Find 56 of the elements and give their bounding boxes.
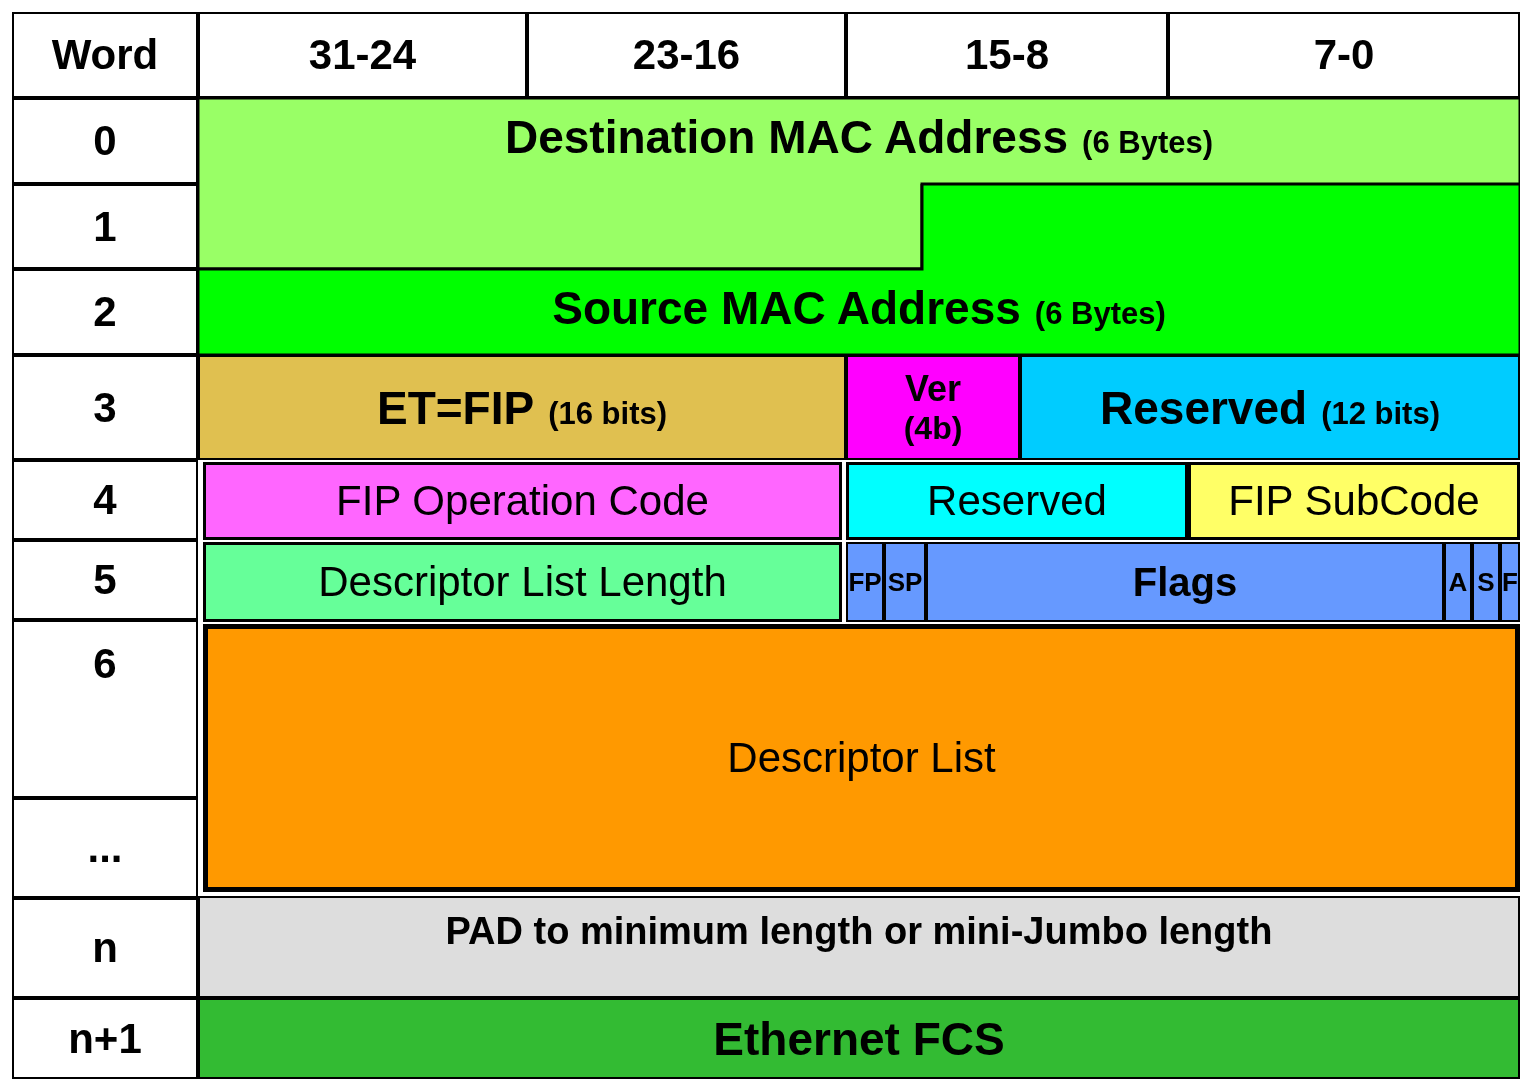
word-number: n+1 xyxy=(68,1014,142,1063)
column-header: Word xyxy=(51,31,159,79)
field-box xyxy=(846,355,1020,460)
word-number: 2 xyxy=(93,288,117,336)
field-name: Descriptor List Length xyxy=(318,558,727,606)
field-name: A xyxy=(1448,566,1468,598)
field-size: (12 bits) xyxy=(1321,395,1440,432)
word-number: 0 xyxy=(93,117,117,165)
field-box xyxy=(198,184,1520,355)
field-name: ET=FIP xyxy=(376,380,535,435)
field-box xyxy=(846,462,1188,540)
column-header: 7-0 xyxy=(1313,31,1375,79)
column-header: 23-16 xyxy=(632,31,741,79)
field-box xyxy=(1444,542,1472,622)
field-name: S xyxy=(1477,566,1495,598)
word-number: ... xyxy=(87,824,123,872)
field-size: (6 Bytes) xyxy=(1034,296,1166,332)
word-number: 6 xyxy=(93,640,117,688)
word-number: 3 xyxy=(93,383,117,432)
field-size: (6 Bytes) xyxy=(1082,125,1214,161)
word-number: n xyxy=(92,924,118,972)
word-number: 1 xyxy=(93,202,117,251)
field-name: PAD to minimum length or mini-Jumbo length xyxy=(445,910,1273,953)
field-name: Source MAC Address xyxy=(552,281,1021,335)
field-box xyxy=(1472,542,1500,622)
field-box xyxy=(1188,462,1520,540)
field-name: Ethernet FCS xyxy=(713,1011,1005,1066)
column-header: 31-24 xyxy=(308,31,417,79)
field-size: (16 bits) xyxy=(548,395,668,432)
field-box xyxy=(846,542,884,622)
field-box xyxy=(198,998,1520,1079)
field-box xyxy=(203,542,842,622)
column-header: 15-8 xyxy=(964,31,1050,79)
field-box xyxy=(1020,355,1520,460)
word-number: 4 xyxy=(93,476,117,524)
field-box xyxy=(203,624,1520,892)
field-name: FIP Operation Code xyxy=(336,477,709,525)
field-box xyxy=(926,542,1444,622)
field-size: (4b) xyxy=(903,410,963,447)
field-name: Reserved xyxy=(927,477,1107,525)
field-name: FP xyxy=(848,566,882,598)
field-box xyxy=(203,462,842,540)
field-name: FIP SubCode xyxy=(1228,477,1480,525)
field-name: F xyxy=(1502,566,1518,598)
field-name: Destination MAC Address xyxy=(504,110,1069,164)
field-box xyxy=(1500,542,1520,622)
field-name: Flags xyxy=(1132,559,1238,605)
field-name: Reserved xyxy=(1100,380,1308,435)
field-name: Descriptor List xyxy=(727,734,996,782)
word-number: 5 xyxy=(93,556,117,604)
field-box xyxy=(198,98,1520,269)
field-name: SP xyxy=(887,566,923,598)
field-box xyxy=(198,355,846,460)
field-box xyxy=(884,542,926,622)
field-name: Ver xyxy=(904,368,962,410)
field-box xyxy=(198,896,1520,998)
